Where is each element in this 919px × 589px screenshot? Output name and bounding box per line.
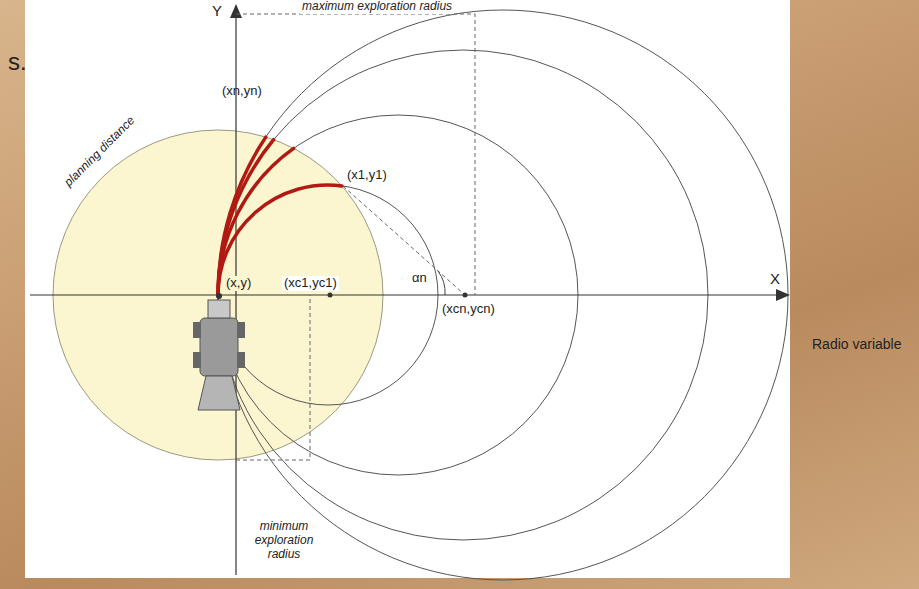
trajectory-arc: [218, 140, 274, 295]
center-point: [463, 293, 468, 298]
trajectory-arc: [218, 137, 266, 295]
angle-arc: [438, 271, 445, 295]
rover: [193, 293, 245, 410]
radius-line: [343, 186, 465, 295]
diagram-label: (xn,yn): [222, 84, 262, 99]
y-axis: [235, 14, 236, 575]
center-point: [328, 293, 333, 298]
candidate-trajectories: [218, 137, 342, 295]
diagram-label: Y: [212, 2, 222, 19]
diagram-label: s.: [8, 48, 27, 76]
diagram-label: αn: [410, 271, 429, 286]
diagram-label: minimum exploration radius: [244, 520, 324, 561]
diagram-label: (x,y): [224, 276, 253, 291]
x-arrow: [776, 289, 790, 301]
diagram-label: maximum exploration radius: [300, 0, 454, 14]
side-note: Radio variable: [812, 336, 902, 352]
diagram-label: X: [770, 270, 780, 287]
dashed-guides: [236, 14, 475, 460]
diagram-label: (xc1,yc1): [282, 276, 339, 291]
x-axis: [30, 294, 782, 295]
diagram-label: (x1,y1): [347, 168, 387, 183]
y-arrow: [230, 4, 242, 18]
diagram-label: (xcn,ycn): [440, 302, 497, 317]
